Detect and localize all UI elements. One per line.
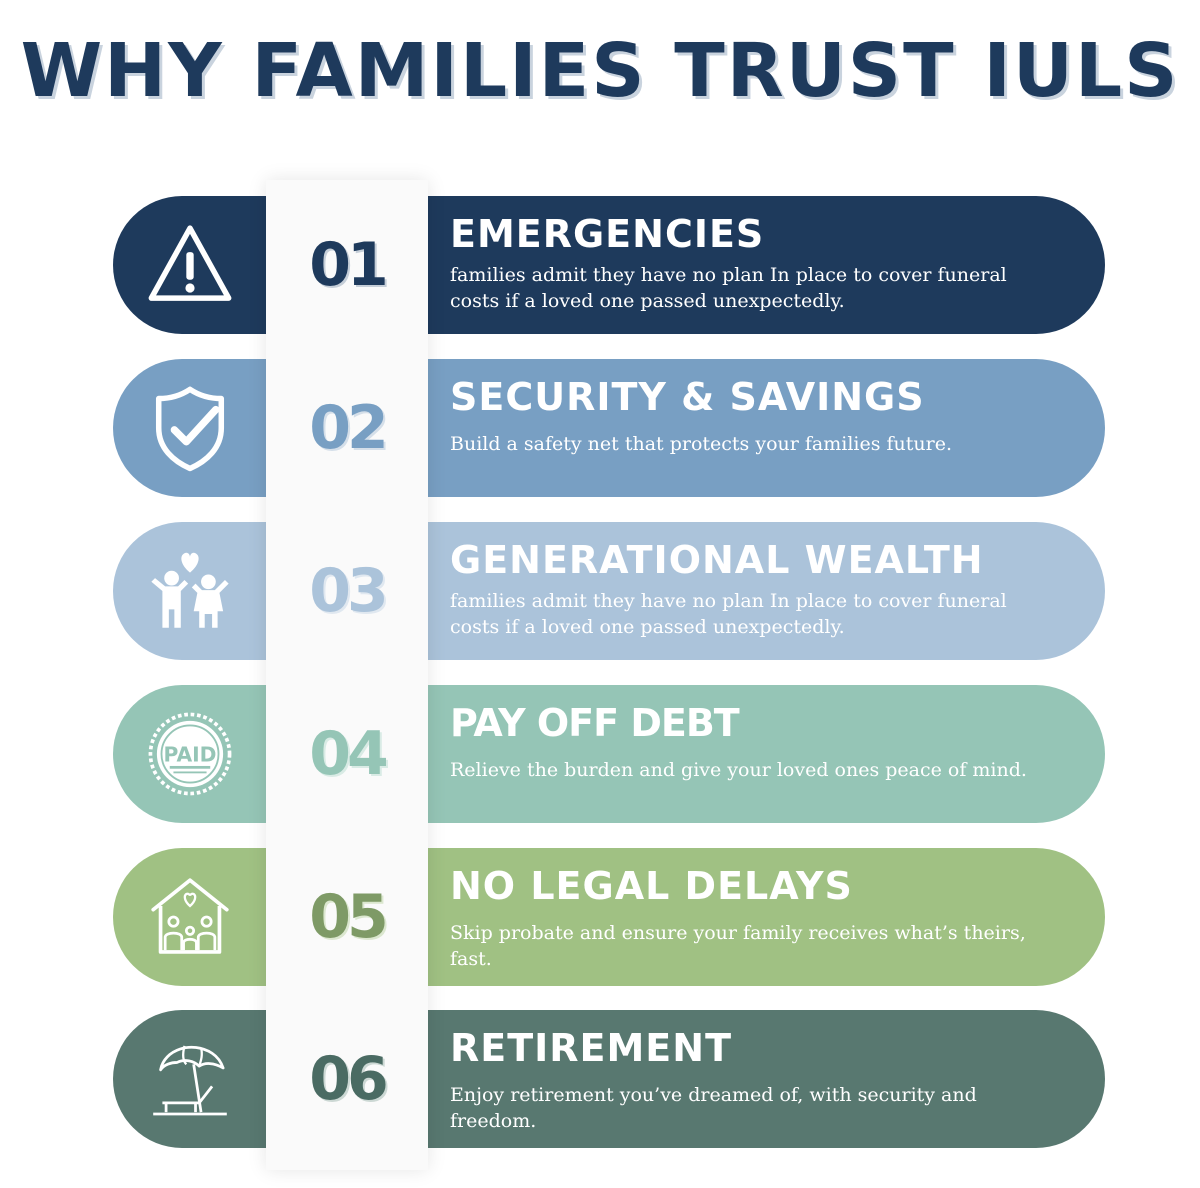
item-heading: NO LEGAL DELAYS: [450, 864, 853, 908]
item-description: Skip probate and ensure your family rece…: [450, 922, 1026, 970]
warning-triangle-icon: [113, 196, 266, 334]
list-item-generational-wealth: GENERATIONAL WEALTH families admit they …: [113, 522, 1105, 660]
item-heading: GENERATIONAL WEALTH: [450, 538, 984, 582]
list-item-pay-off-debt: PAID PAY OFF DEBT Relieve the burden and…: [113, 685, 1105, 823]
item-heading: SECURITY & SAVINGS: [450, 375, 925, 419]
item-number: 02: [309, 393, 389, 463]
list-item-emergencies: EMERGENCIES families admit they have no …: [113, 196, 1105, 334]
list-item-no-legal-delays: NO LEGAL DELAYS Skip probate and ensure …: [113, 848, 1105, 986]
item-description: Build a safety net that protects your fa…: [450, 433, 953, 455]
paid-stamp-icon: PAID: [113, 685, 266, 823]
page-title: WHY FAMILIES TRUST IULS: [20, 28, 1180, 114]
family-house-icon: [113, 848, 266, 986]
item-number: 03: [309, 556, 389, 626]
item-heading: RETIREMENT: [450, 1026, 732, 1070]
item-heading: EMERGENCIES: [450, 212, 765, 256]
item-number: 01: [309, 230, 389, 300]
item-description: families admit they have no plan In plac…: [450, 590, 1007, 638]
svg-text:PAID: PAID: [163, 742, 216, 766]
number-column: [266, 180, 428, 1170]
item-description: Enjoy retirement you’ve dreamed of, with…: [450, 1084, 977, 1132]
item-number: 06: [309, 1044, 389, 1114]
beach-umbrella-chair-icon: [113, 1010, 266, 1148]
item-heading: PAY OFF DEBT: [450, 701, 740, 745]
item-description: Relieve the burden and give your loved o…: [450, 759, 1027, 781]
item-number: 05: [309, 882, 389, 952]
list-item-retirement: RETIREMENT Enjoy retirement you’ve dream…: [113, 1010, 1105, 1148]
children-heart-icon: [113, 522, 266, 660]
list-item-security-savings: SECURITY & SAVINGS Build a safety net th…: [113, 359, 1105, 497]
item-description: families admit they have no plan In plac…: [450, 264, 1007, 312]
item-number: 04: [309, 719, 389, 789]
shield-check-icon: [113, 359, 266, 497]
